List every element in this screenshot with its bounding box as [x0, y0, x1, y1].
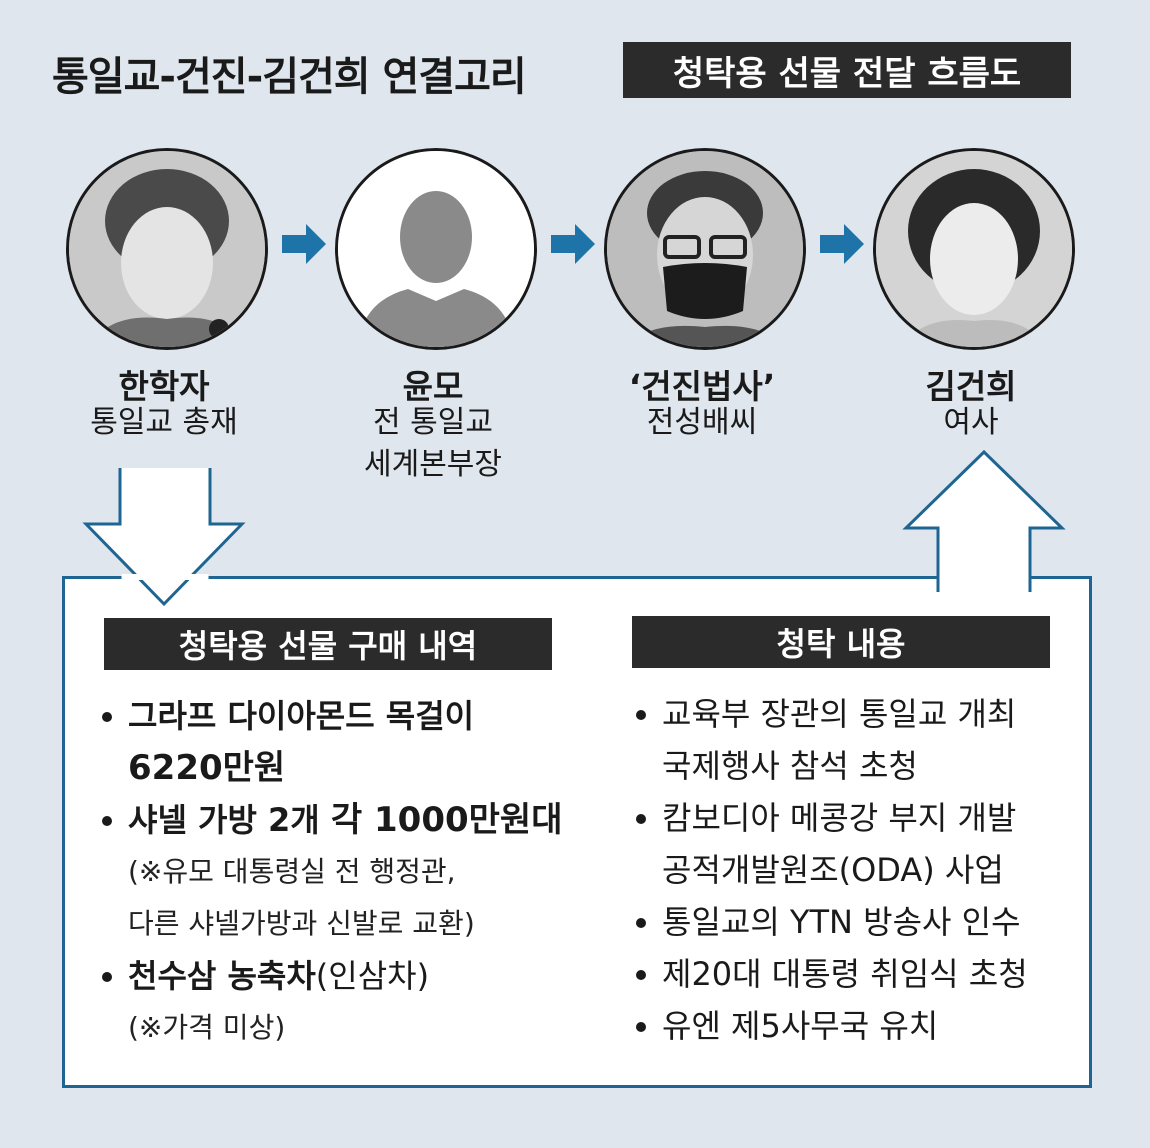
- item-text-part: (인삼차): [315, 957, 430, 995]
- portrait-kim-keonhee: [873, 148, 1075, 350]
- item-note: 다른 샤넬가방과 신발로 교환): [128, 907, 475, 940]
- item-text: 제20대 대통령 취임식 초청: [662, 955, 1028, 993]
- person-name: ‘건진법사’: [628, 367, 776, 406]
- list-item: 천수삼 농축차(인삼차) (※가격 미상): [100, 950, 562, 1054]
- purchase-banner: 청탁용 선물 구매 내역: [104, 618, 552, 670]
- item-price: 6220만원: [128, 748, 286, 788]
- person-name: 한학자: [118, 367, 210, 406]
- flow-title-banner: 청탁용 선물 전달 흐름도: [623, 42, 1071, 98]
- item-text: 샤넬 가방 2개 각 1000만원대: [128, 794, 562, 846]
- anonymous-person-icon: [338, 151, 534, 347]
- person-photo-icon: [69, 151, 265, 347]
- flow-arrow-icon: [820, 224, 864, 264]
- person-photo-icon: [876, 151, 1072, 347]
- up-arrow-icon: [902, 449, 1066, 592]
- person-role: 전 통일교: [373, 405, 493, 440]
- portrait-yun: [335, 148, 537, 350]
- list-item: 샤넬 가방 2개 각 1000만원대 (※유모 대통령실 전 행정관, 다른 샤…: [100, 794, 562, 950]
- person-role: 세계본부장: [364, 447, 502, 482]
- item-text: 캄보디아 메콩강 부지 개발: [662, 799, 1017, 837]
- flow-arrow-icon: [551, 224, 595, 264]
- person-photo-icon: [607, 151, 803, 347]
- person-role: 통일교 총재: [90, 405, 238, 440]
- request-list: 교육부 장관의 통일교 개최 국제행사 참석 초청 캄보디아 메콩강 부지 개발…: [634, 688, 1028, 1052]
- item-text: 통일교의 YTN 방송사 인수: [662, 903, 1021, 941]
- list-item: 그라프 다이아몬드 목걸이 6220만원: [100, 690, 562, 794]
- portrait-han-hakja: [66, 148, 268, 350]
- flow-arrow-icon: [282, 224, 326, 264]
- person-name: 윤모: [402, 367, 464, 406]
- list-item: 통일교의 YTN 방송사 인수: [634, 896, 1028, 948]
- item-text: 교육부 장관의 통일교 개최: [662, 695, 1017, 733]
- person-role: 전성배씨: [646, 405, 758, 440]
- main-title: 통일교-건진-김건희 연결고리: [52, 54, 527, 100]
- item-price: 각 1000만원대: [330, 800, 563, 840]
- person-role: 여사: [943, 405, 999, 440]
- purchase-list: 그라프 다이아몬드 목걸이 6220만원 샤넬 가방 2개 각 1000만원대 …: [100, 690, 562, 1054]
- list-item: 캄보디아 메콩강 부지 개발 공적개발원조(ODA) 사업: [634, 792, 1028, 896]
- item-text: 공적개발원조(ODA) 사업: [662, 851, 1004, 889]
- person-name: 김건희: [925, 367, 1017, 406]
- list-item: 유엔 제5사무국 유치: [634, 1000, 1028, 1052]
- item-text: 그라프 다이아몬드 목걸이: [128, 697, 475, 735]
- item-text: 국제행사 참석 초청: [662, 747, 918, 785]
- item-note: (※가격 미상): [128, 1011, 286, 1044]
- portrait-geonjin: [604, 148, 806, 350]
- item-text: 천수삼 농축차(인삼차): [128, 950, 562, 1002]
- item-note: (※유모 대통령실 전 행정관,: [128, 855, 456, 888]
- list-item: 교육부 장관의 통일교 개최 국제행사 참석 초청: [634, 688, 1028, 792]
- item-text-part: 샤넬 가방 2개: [128, 801, 331, 839]
- item-text-part: 천수삼 농축차: [128, 957, 316, 995]
- request-banner: 청탁 내용: [632, 616, 1050, 668]
- list-item: 제20대 대통령 취임식 초청: [634, 948, 1028, 1000]
- item-text: 유엔 제5사무국 유치: [662, 1007, 939, 1045]
